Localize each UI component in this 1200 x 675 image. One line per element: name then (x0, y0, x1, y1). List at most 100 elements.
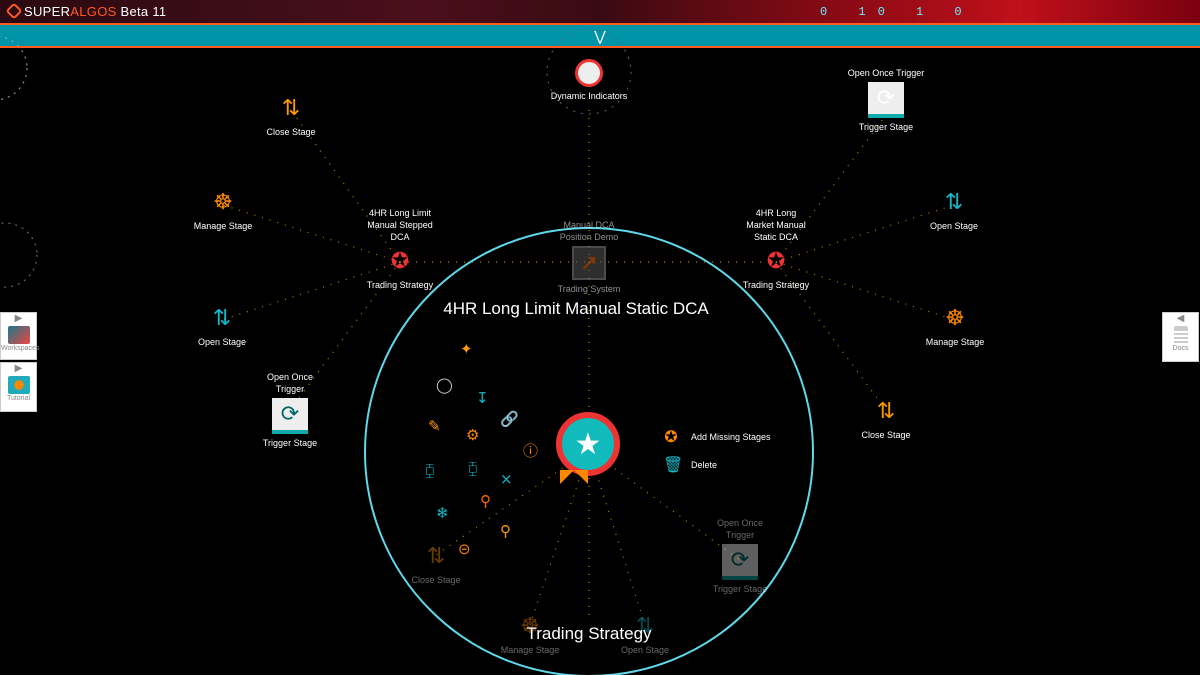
edge-ring (0, 222, 38, 288)
zipper-closed-icon: ⇅ (281, 95, 301, 120)
pencil-icon[interactable]: ✎ (428, 418, 441, 435)
focused-node-title: 4HR Long Limit Manual Static DCA (443, 299, 709, 318)
zipper-closed-icon: ⇅ (426, 543, 446, 568)
node-trigger-stage[interactable]: Open Once Trigger ⟳ Trigger Stage (831, 67, 941, 133)
docs-panel-tab[interactable]: ◀ Docs (1162, 312, 1199, 362)
link-icon[interactable]: 🔗 (500, 411, 519, 428)
node-open-stage[interactable]: ⇅ Open Stage (167, 300, 277, 348)
spinner-icon[interactable]: ◯ (436, 377, 453, 394)
tutorial-icon (7, 376, 30, 394)
edge-ring (0, 35, 28, 101)
node-label: Open Stage (197, 337, 247, 347)
plugin-icon[interactable]: ⚙ (466, 427, 480, 444)
remove-icon[interactable]: ⊝ (458, 541, 471, 558)
node-manage-stage[interactable]: ☸ Manage Stage (475, 608, 585, 656)
node-trigger-stage[interactable]: Open Once Trigger ⟳ Trigger Stage (685, 517, 795, 595)
focused-strategy-icon[interactable]: ★ (556, 412, 620, 476)
brand-algos: ALGOS (70, 4, 117, 19)
node-label: Dynamic Indicators (550, 91, 628, 101)
chart-grid-icon: ↗ (572, 246, 606, 280)
top-banner: SUPERALGOS Beta 11 0 10 1 0 (0, 0, 1200, 25)
ship-wheel-icon: ☸ (213, 189, 233, 214)
award-add-icon: ✪ (664, 429, 678, 446)
node-title: Open Once Trigger (847, 68, 925, 78)
node-label: Manage Stage (500, 645, 560, 655)
zipper-open-icon: ⇅ (212, 305, 232, 330)
node-manage-stage[interactable]: ☸ Manage Stage (168, 184, 278, 232)
help-icon[interactable]: ⓘ (523, 443, 539, 460)
share-alt-icon[interactable]: ⧮ (468, 460, 478, 477)
download-icon[interactable]: ↧ (476, 390, 489, 407)
node-title: Manual DCA Position Demo (559, 220, 619, 242)
trigger-stage-icon: ⟳ (272, 398, 308, 434)
zipper-open-icon: ⇅ (635, 613, 655, 638)
focused-node-type: Trading Strategy (526, 624, 652, 643)
node-label: Manage Stage (925, 337, 985, 347)
trash-icon: 🗑 (663, 457, 684, 474)
node-close-stage[interactable]: ⇅ Close Stage (381, 538, 491, 586)
node-strategy-left[interactable]: 4HR Long Limit Manual Stepped DCA ✪ Tradin… (345, 207, 455, 291)
share-icon[interactable]: ⧮ (425, 462, 435, 479)
brand-super: SUPER (24, 4, 71, 19)
node-trading-system[interactable]: Manual DCA Position Demo ↗ Trading System (534, 219, 644, 295)
node-label: Trigger Stage (262, 438, 318, 448)
map-pins-icon[interactable]: ⚲ (500, 523, 511, 540)
brand-version: Beta 11 (120, 4, 167, 19)
menu-label: Add Missing Stages (691, 432, 771, 442)
award-badge-icon: ✪ (766, 248, 786, 273)
expand-left-icon[interactable]: ◀ (1176, 313, 1185, 324)
workspaces-panel-tab[interactable]: ▶ Workspaces (0, 312, 40, 360)
node-label: Manage Stage (193, 221, 253, 231)
node-label: Close Stage (861, 430, 911, 440)
node-label: Trigger Stage (712, 584, 768, 594)
indicator-ring (546, 29, 632, 115)
link (588, 449, 646, 626)
workspaces-icon (7, 326, 30, 344)
menu-label: Delete (691, 460, 718, 470)
node-label: Close Stage (266, 127, 316, 137)
menu-add-missing-stages[interactable]: ✪ Add Missing Stages (663, 427, 771, 447)
node-manage-stage[interactable]: ☸ Manage Stage (900, 300, 1010, 348)
node-title: 4HR Long Limit Manual Stepped DCA (367, 208, 433, 242)
tutorial-panel-tab[interactable]: ▶ Tutorial (0, 362, 37, 412)
award-badge-icon: ✪ (390, 248, 410, 273)
double-chevron-down-icon[interactable]: ⋁ (594, 28, 606, 44)
ship-wheel-icon: ☸ (945, 305, 965, 330)
docs-icon (1173, 326, 1188, 344)
node-close-stage[interactable]: ⇅Close Stage (831, 393, 941, 441)
node-title: Open Once Trigger (266, 372, 314, 394)
node-open-stage[interactable]: ⇅Open Stage (590, 608, 700, 656)
menu-delete[interactable]: 🗑 Delete (663, 455, 717, 475)
ship-wheel-icon: ☸ (520, 613, 540, 638)
node-dynamic-indicators[interactable]: Dynamic Indicators (534, 56, 644, 102)
panel-label: Docs (1172, 345, 1189, 352)
panel-label: Workspaces (1, 345, 40, 352)
ribbon-icon (560, 470, 588, 484)
zipper-open-icon: ⇅ (944, 189, 964, 214)
location-pin-icon[interactable]: ⚲ (480, 493, 491, 510)
expand-right-icon[interactable]: ▶ (14, 363, 23, 374)
node-trigger-stage[interactable]: Open Once Trigger ⟳ Trigger Stage (235, 371, 345, 449)
trigger-stage-icon: ⟳ (868, 82, 904, 118)
node-label: Trading Strategy (366, 280, 434, 290)
node-title: 4HR Long Market Manual Static DCA (746, 208, 806, 242)
node-label: Trigger Stage (858, 122, 914, 132)
node-label: Open Stage (929, 221, 979, 231)
wand-icon[interactable]: ✦ (460, 341, 473, 358)
node-title: Open Once Trigger (716, 518, 764, 540)
panel-label: Tutorial (6, 395, 31, 402)
collapse-bar[interactable]: ⋁ (0, 25, 1200, 48)
node-label: Trading System (557, 284, 621, 294)
expand-right-icon[interactable]: ▶ (14, 313, 23, 324)
node-label: Close Stage (411, 575, 461, 585)
node-label: Trading Strategy (742, 280, 810, 290)
brand-logo: SUPERALGOS Beta 11 (5, 2, 167, 20)
snowflake-icon[interactable]: ❄ (436, 505, 449, 522)
trigger-stage-icon: ⟳ (722, 544, 758, 580)
node-strategy-right[interactable]: 4HR Long Market Manual Static DCA ✪ Tradin… (721, 207, 831, 291)
gauge-icon (575, 59, 603, 87)
banner-digits: 0 10 1 0 (820, 5, 974, 19)
unlink-icon[interactable]: ⨯ (500, 471, 513, 488)
node-close-stage[interactable]: ⇅ Close Stage (236, 90, 346, 138)
node-open-stage[interactable]: ⇅ Open Stage (899, 184, 1009, 232)
